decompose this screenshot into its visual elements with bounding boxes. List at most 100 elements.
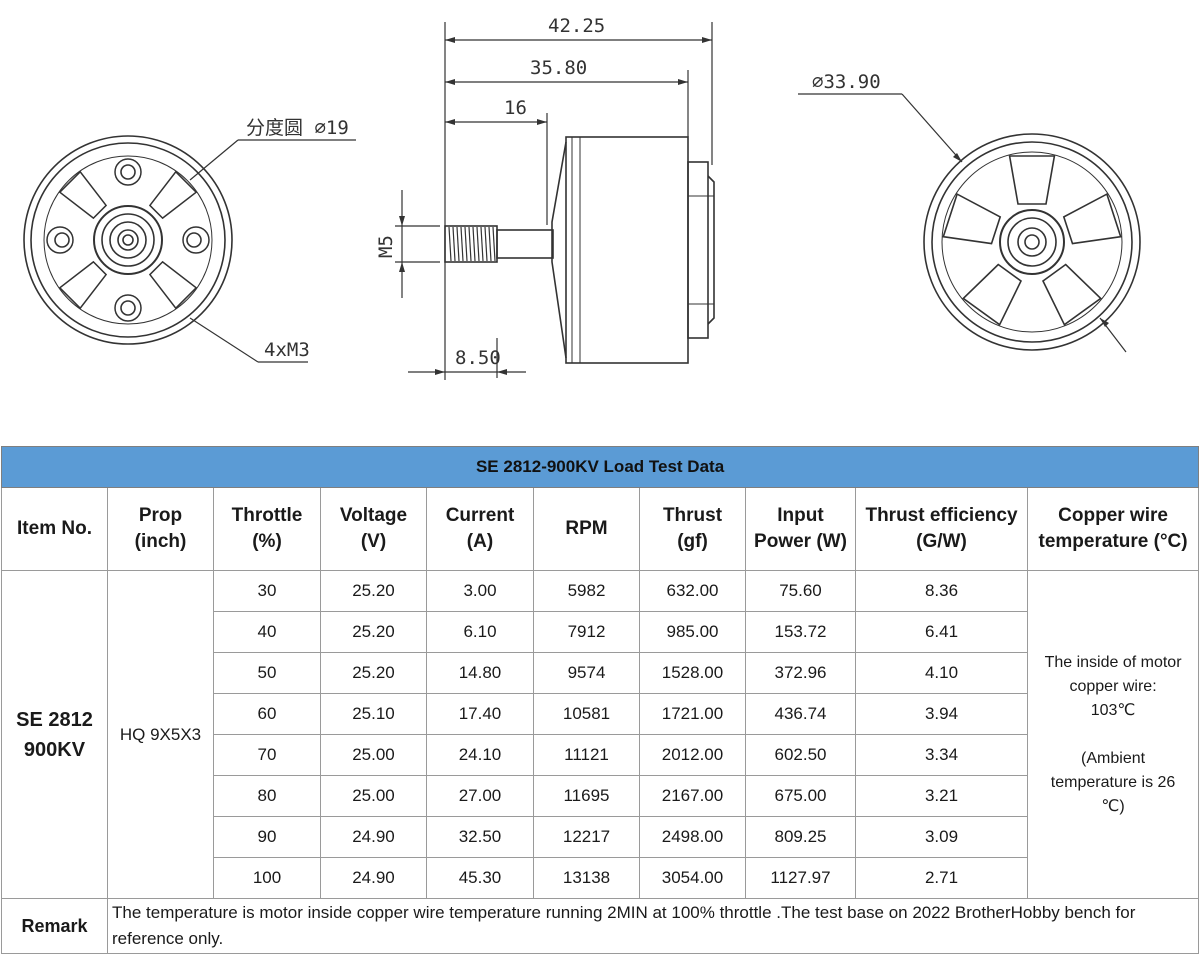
header-line: (inch) bbox=[134, 531, 187, 552]
cell-rpm: 5982 bbox=[533, 570, 640, 612]
header-line: RPM bbox=[565, 518, 608, 539]
cell-rpm: 11695 bbox=[533, 775, 640, 817]
header-line: Prop bbox=[138, 505, 183, 526]
cell-rpm: 13138 bbox=[533, 857, 640, 899]
technical-drawing: 分度圆 ∅19 4xM3 bbox=[0, 0, 1200, 440]
cell-thrust-efficiency: 6.41 bbox=[855, 611, 1028, 653]
header-line: (A) bbox=[466, 531, 494, 552]
header-line: (V) bbox=[360, 531, 387, 552]
temperature-note-line: The inside of motor bbox=[1044, 653, 1182, 671]
rear-view bbox=[923, 133, 1141, 351]
cell-thrust: 2498.00 bbox=[639, 816, 746, 858]
header-thrust-efficiency: Thrust efficiency(G/W) bbox=[855, 487, 1028, 571]
cell-thrust: 3054.00 bbox=[639, 857, 746, 899]
load-test-table: SE 2812-900KV Load Test Data Item No. Pro… bbox=[0, 446, 1200, 954]
remark-label: Remark bbox=[1, 898, 108, 954]
cell-thrust-efficiency: 3.09 bbox=[855, 816, 1028, 858]
temperature-note-cell: The inside of motor copper wire: 103℃ (Amb… bbox=[1026, 570, 1200, 899]
cell-rpm: 11121 bbox=[533, 734, 640, 776]
cell-current: 17.40 bbox=[426, 693, 534, 735]
cell-current: 14.80 bbox=[426, 652, 534, 694]
temperature-note-line: 103℃ bbox=[1090, 701, 1136, 719]
table-title: SE 2812-900KV Load Test Data bbox=[0, 446, 1200, 488]
header-throttle: Throttle(%) bbox=[213, 487, 321, 571]
cell-throttle: 30 bbox=[213, 570, 321, 612]
remark-text: The temperature is motor inside copper w… bbox=[106, 898, 1200, 954]
cell-thrust-efficiency: 2.71 bbox=[855, 857, 1028, 899]
cell-current: 27.00 bbox=[426, 775, 534, 817]
cell-rpm: 7912 bbox=[533, 611, 640, 653]
cell-thrust: 985.00 bbox=[639, 611, 746, 653]
cell-input-power: 153.72 bbox=[745, 611, 856, 653]
cell-current: 3.00 bbox=[426, 570, 534, 612]
cell-throttle: 100 bbox=[213, 857, 321, 899]
temperature-note-line: copper wire: bbox=[1069, 677, 1157, 695]
cell-input-power: 75.60 bbox=[745, 570, 856, 612]
cell-throttle: 90 bbox=[213, 816, 321, 858]
dim-thread-length: 8.50 bbox=[455, 347, 501, 369]
cell-input-power: 1127.97 bbox=[745, 857, 856, 899]
dim-shaft-offset: 16 bbox=[504, 97, 527, 119]
cell-thrust: 2012.00 bbox=[639, 734, 746, 776]
item-no-line: 900KV bbox=[23, 738, 86, 761]
temperature-note-line: temperature is 26 bbox=[1050, 773, 1176, 791]
cell-rpm: 9574 bbox=[533, 652, 640, 694]
header-line: (gf) bbox=[677, 531, 708, 552]
temperature-note-line: ℃) bbox=[1101, 797, 1125, 815]
header-current: Current(A) bbox=[426, 487, 534, 571]
header-line: Item No. bbox=[17, 518, 92, 539]
temperature-note-line: (Ambient bbox=[1081, 749, 1146, 767]
rear-diameter-label: ∅33.90 bbox=[812, 71, 881, 93]
header-thrust: Thrust (gf) bbox=[639, 487, 746, 571]
front-view bbox=[23, 135, 233, 345]
cell-voltage: 24.90 bbox=[320, 816, 427, 858]
cell-voltage: 25.00 bbox=[320, 775, 427, 817]
cell-throttle: 50 bbox=[213, 652, 321, 694]
cell-input-power: 602.50 bbox=[745, 734, 856, 776]
cell-rpm: 10581 bbox=[533, 693, 640, 735]
cell-thrust-efficiency: 4.10 bbox=[855, 652, 1028, 694]
cell-voltage: 25.20 bbox=[320, 652, 427, 694]
cell-thrust-efficiency: 3.94 bbox=[855, 693, 1028, 735]
cell-current: 6.10 bbox=[426, 611, 534, 653]
dim-shaft-thread: M5 bbox=[375, 235, 397, 258]
cell-voltage: 25.20 bbox=[320, 611, 427, 653]
header-item-no: Item No. bbox=[1, 487, 108, 571]
cell-voltage: 25.20 bbox=[320, 570, 427, 612]
cell-thrust-efficiency: 3.21 bbox=[855, 775, 1028, 817]
header-line: Throttle bbox=[231, 505, 303, 526]
cell-rpm: 12217 bbox=[533, 816, 640, 858]
prop-cell: HQ 9X5X3 bbox=[107, 570, 214, 899]
cell-thrust: 2167.00 bbox=[639, 775, 746, 817]
cell-input-power: 675.00 bbox=[745, 775, 856, 817]
cell-throttle: 80 bbox=[213, 775, 321, 817]
cell-current: 45.30 bbox=[426, 857, 534, 899]
header-line: Thrust bbox=[662, 505, 723, 526]
cell-input-power: 436.74 bbox=[745, 693, 856, 735]
header-line: Input bbox=[777, 505, 824, 526]
header-prop: Prop (inch) bbox=[107, 487, 214, 571]
cell-throttle: 60 bbox=[213, 693, 321, 735]
header-line: Thrust efficiency bbox=[865, 505, 1018, 526]
header-rpm: RPM bbox=[533, 487, 640, 571]
mount-holes-label: 4xM3 bbox=[264, 339, 310, 361]
temperature-note-line bbox=[1032, 723, 1194, 747]
cell-thrust: 1528.00 bbox=[639, 652, 746, 694]
cell-input-power: 809.25 bbox=[745, 816, 856, 858]
cell-thrust: 1721.00 bbox=[639, 693, 746, 735]
side-view bbox=[444, 136, 715, 364]
cell-input-power: 372.96 bbox=[745, 652, 856, 694]
cell-voltage: 24.90 bbox=[320, 857, 427, 899]
header-line: temperature (°C) bbox=[1038, 531, 1188, 552]
cell-throttle: 70 bbox=[213, 734, 321, 776]
cell-current: 24.10 bbox=[426, 734, 534, 776]
cell-voltage: 25.00 bbox=[320, 734, 427, 776]
header-line: Voltage bbox=[339, 505, 408, 526]
